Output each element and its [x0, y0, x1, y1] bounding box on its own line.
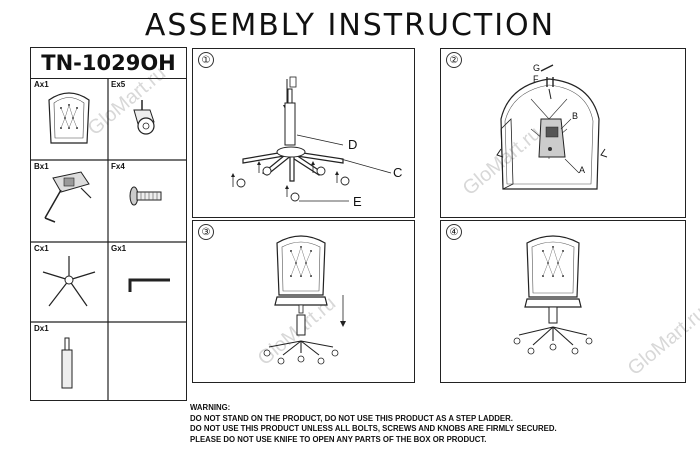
gas-lift-icon [61, 337, 73, 389]
page-title: ASSEMBLY INSTRUCTION [144, 8, 556, 43]
part-cell-c: Cx1 [31, 242, 108, 322]
callout-e: E [353, 194, 362, 209]
step-3-diagram [263, 235, 346, 365]
part-cell-f: Fx4 [108, 160, 186, 242]
parts-grid [31, 78, 186, 400]
seat-back-icon [48, 92, 90, 144]
step-number: ④ [446, 224, 462, 240]
star-base-icon [42, 256, 96, 307]
callout-a: A [579, 165, 585, 175]
step-1-panel: ① D C [192, 48, 415, 218]
part-cell-e: Ex5 [108, 78, 186, 160]
part-label: Fx4 [111, 162, 125, 171]
part-label: Ex5 [111, 80, 126, 89]
part-cell-b: Bx1 [31, 160, 108, 242]
parts-list: TN-1029OH Ax1 Ex5 Bx1 [30, 47, 187, 401]
step-1-diagram: D C E [231, 76, 402, 209]
step-number: ① [198, 52, 214, 68]
warning-block: WARNING: DO NOT STAND ON THE PRODUCT, DO… [190, 403, 670, 445]
part-cell-g: Gx1 [108, 242, 186, 322]
callout-c: C [393, 165, 402, 180]
step-4-diagram [513, 235, 593, 355]
part-label: Gx1 [111, 244, 127, 253]
callout-f: F [533, 74, 539, 84]
part-label: Cx1 [34, 244, 49, 253]
warning-line-2: DO NOT USE THIS PRODUCT UNLESS ALL BOLTS… [190, 424, 557, 433]
caster-wheel-icon [133, 100, 155, 135]
step-2-panel: ② G F B A [440, 48, 686, 218]
part-cell-d: Dx1 [31, 322, 108, 400]
warning-line-1: DO NOT STAND ON THE PRODUCT, DO NOT USE … [190, 413, 513, 423]
part-label: Ax1 [34, 80, 49, 89]
hex-key-icon [128, 278, 170, 292]
step-number: ③ [198, 224, 214, 240]
step-3-panel: ③ [192, 220, 415, 383]
callout-d: D [348, 137, 357, 152]
warning-heading: WARNING: [190, 403, 231, 412]
bolt-icon [129, 186, 162, 206]
part-cell-a: Ax1 [31, 78, 108, 160]
callout-b: B [572, 111, 578, 121]
step-number: ② [446, 52, 462, 68]
part-label: Dx1 [34, 324, 49, 333]
warning-line-3: PLEASE DO NOT USE KNIFE TO OPEN ANY PART… [190, 434, 487, 444]
step-4-panel: ④ [440, 220, 686, 383]
part-label: Bx1 [34, 162, 49, 171]
mechanism-plate-icon [44, 171, 92, 223]
callout-g: G [533, 63, 540, 73]
step-2-diagram: G F B A [496, 63, 608, 190]
